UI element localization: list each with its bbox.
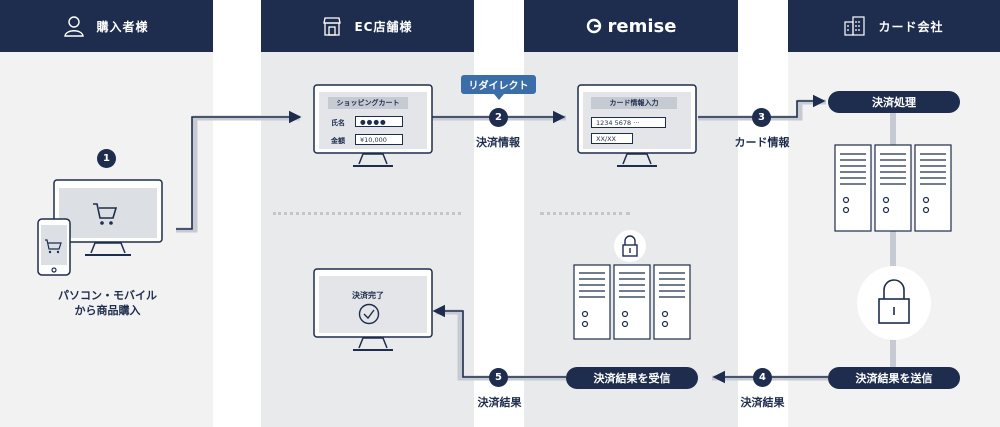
server-rack-icon [834, 144, 952, 232]
receive-result-pill: 決済結果を受信 [566, 367, 698, 389]
step-4-label: 決済結果 [740, 396, 785, 409]
header-remise: remise [524, 0, 738, 52]
header-buyer-title: 購入者様 [96, 19, 149, 34]
complete-monitor [313, 268, 433, 351]
lock-circle-icon [857, 266, 931, 340]
processing-pill: 決済処理 [828, 91, 960, 113]
header-shop-title: EC店舗様 [354, 19, 413, 34]
step-3-badge: 3 [752, 108, 771, 127]
step-5-label: 決済結果 [477, 396, 522, 409]
header-buyer: 購入者様 [0, 0, 213, 52]
header-card: カード会社 [788, 0, 1000, 52]
separator-remise [540, 212, 630, 215]
remise-server-icon [573, 264, 691, 340]
header-shop: EC店舗様 [261, 0, 474, 52]
building-icon [844, 16, 866, 36]
cart-amount-field: ¥10,000 [355, 134, 403, 145]
redirect-tag-pointer [494, 94, 504, 100]
desktop-monitor-icon [53, 179, 163, 256]
complete-title: 決済完了 [352, 291, 384, 300]
cart-name-label: 氏名 [331, 119, 345, 127]
shopping-cart-icon [93, 203, 118, 225]
step-3-label: カード情報 [734, 136, 790, 149]
person-icon [64, 16, 85, 37]
header-remise-title: remise [607, 15, 677, 37]
lock-icon [614, 230, 646, 262]
remise-logo-icon [586, 18, 601, 34]
separator-shop [273, 212, 461, 215]
card-number-field: 1234 5678 ··· [591, 117, 666, 128]
cart-title-bar: ショッピングカート [328, 97, 408, 109]
step-2-badge: 2 [489, 108, 508, 127]
cart-name-field: ●●●● [355, 116, 403, 127]
send-result-pill: 決済結果を送信 [828, 367, 960, 389]
smartphone-icon [37, 218, 71, 276]
step-1-label: パソコン・モバイル から商品購入 [58, 289, 157, 317]
checkmark-circle-icon [358, 303, 380, 325]
cart-amount-label: 金額 [331, 137, 345, 145]
step-2-label: 決済情報 [476, 136, 520, 149]
card-expiry-field: XX/XX [591, 133, 633, 144]
storefront-icon [323, 17, 342, 36]
redirect-tag: リダイレクト [461, 75, 536, 94]
header-card-title: カード会社 [878, 19, 944, 34]
step-4-badge: 4 [753, 368, 772, 387]
card-input-title-bar: カード情報入力 [591, 97, 677, 109]
step-1-badge: 1 [97, 149, 116, 168]
step-5-badge: 5 [489, 368, 508, 387]
